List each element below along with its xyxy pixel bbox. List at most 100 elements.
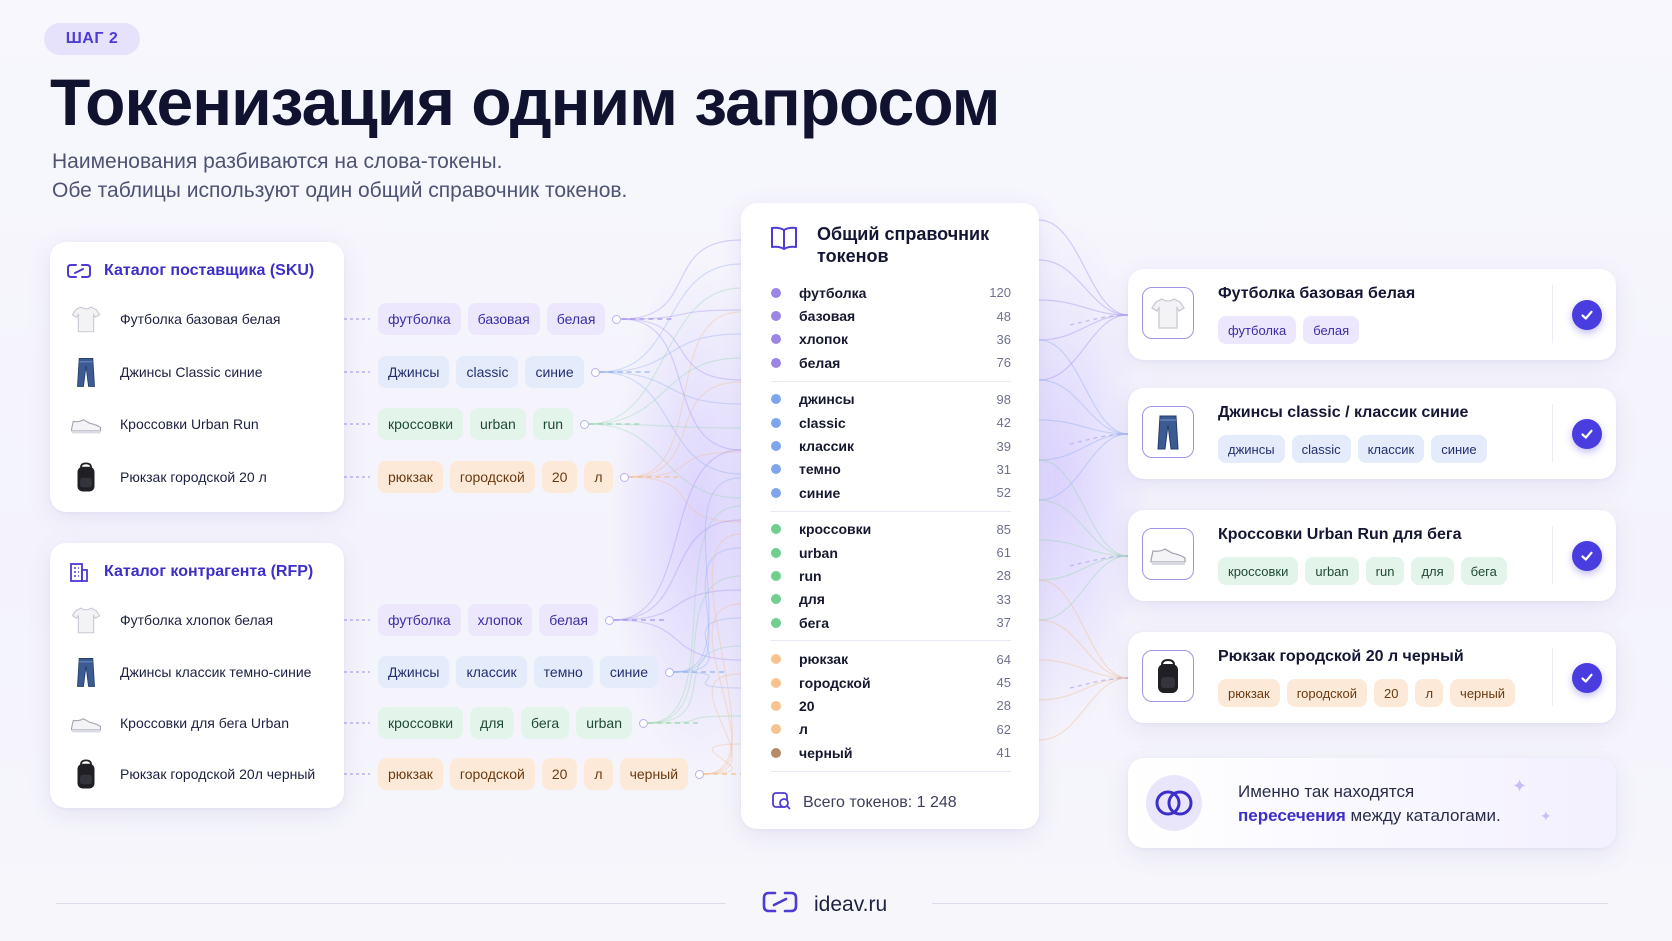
dictionary-token-word: темно [799, 461, 841, 478]
connector-line [1038, 314, 1129, 341]
token-chip: л [584, 758, 613, 790]
connector-line [1038, 659, 1129, 679]
footer: ideav.ru [762, 888, 887, 921]
token-bullet [771, 677, 781, 688]
catalog-row: Футболка хлопок белая [66, 598, 273, 642]
token-bullet [771, 394, 781, 405]
token-bullet [771, 700, 781, 711]
catalog-row-label: Рюкзак городской 20 л [120, 469, 267, 485]
footer-divider-left [56, 903, 726, 904]
connector-line [613, 589, 742, 621]
token-chip: classic [456, 356, 519, 388]
token-bullet [771, 724, 781, 735]
connector-line [1038, 314, 1129, 381]
match-token-chip: черный [1450, 679, 1516, 707]
footer-divider-right [932, 903, 1608, 904]
dictionary-token-word: базовая [799, 308, 856, 325]
token-chip: бега [520, 707, 570, 739]
connector-dot [619, 472, 629, 482]
divider [771, 510, 1011, 512]
connector-dot [590, 367, 600, 377]
tshirt-icon [66, 299, 106, 339]
supplier-catalog-title: Каталог поставщика (SKU) [104, 262, 315, 279]
connector-line [1038, 259, 1129, 316]
catalog-row-label: Кроссовки для бега Urban [120, 715, 290, 731]
token-bullet [771, 417, 781, 428]
token-count-icon [771, 790, 791, 815]
token-bullet [771, 594, 781, 605]
dictionary-total-text: Всего токенов: 1 248 [803, 793, 957, 811]
dictionary-token-count: 39 [996, 438, 1011, 454]
counterparty-catalog-header: Каталог контрагента (RFP) [66, 561, 313, 583]
match-token-chip: футболка [1218, 316, 1297, 344]
dictionary-token-row: classic 42 [771, 411, 1011, 434]
backpack-icon [1142, 650, 1194, 702]
connector-line [628, 381, 742, 478]
dictionary-token-word: 20 [799, 697, 815, 714]
token-chip: городской [449, 461, 535, 493]
check-icon [1572, 419, 1602, 449]
connector-line [1069, 433, 1129, 445]
connector-line [1038, 499, 1129, 557]
dictionary-token-word: белая [799, 354, 841, 371]
connector-line [621, 309, 742, 320]
sneaker-icon [1142, 528, 1194, 580]
connector-line [647, 575, 742, 724]
token-chip: футболка [378, 303, 461, 335]
token-bullet [771, 464, 781, 475]
catalog-row-label: Джинсы классик темно-синие [120, 664, 312, 680]
connector-line [1038, 339, 1129, 435]
connector-dot [665, 667, 675, 677]
dictionary-token-count: 42 [996, 415, 1011, 431]
dictionary-total: Всего токенов: 1 248 [771, 790, 957, 815]
token-bullet [771, 287, 781, 298]
connector-line [704, 673, 742, 775]
connector-line [674, 617, 742, 673]
connector-line [1038, 433, 1129, 501]
match-result-title: Футболка базовая белая [1218, 285, 1416, 302]
match-token-chip: для [1411, 557, 1454, 585]
match-token-chip: белая [1303, 316, 1360, 344]
token-bullet [771, 311, 781, 322]
dictionary-token-row: темно 31 [771, 458, 1011, 481]
check-icon [1572, 541, 1602, 571]
connector-dot [612, 314, 622, 324]
dictionary-token-count: 31 [996, 461, 1011, 477]
dictionary-token-count: 120 [989, 285, 1011, 301]
jeans-icon [66, 352, 106, 392]
token-bullet [771, 617, 781, 628]
page-title: Токенизация одним запросом [50, 65, 1000, 139]
token-bullet [771, 334, 781, 345]
intersections-line-2-rest: между каталогами. [1345, 806, 1501, 825]
check-icon [1572, 300, 1602, 330]
match-token-chip: classic [1291, 435, 1351, 463]
token-chip: футболка [378, 604, 461, 636]
connector-line [628, 451, 742, 478]
match-result-title: Рюкзак городской 20 л черный [1218, 648, 1464, 665]
connector-line [599, 371, 742, 405]
token-chip: черный [619, 758, 689, 790]
token-chip: Джинсы [378, 356, 450, 388]
connector-line [589, 357, 742, 425]
intersections-text: Именно так находятся пересечения между к… [1238, 780, 1501, 828]
divider [1552, 648, 1553, 706]
connector-line [704, 533, 742, 775]
dictionary-token-word: classic [799, 414, 846, 431]
dictionary-token-count: 33 [996, 591, 1011, 607]
connector-line [613, 519, 742, 621]
